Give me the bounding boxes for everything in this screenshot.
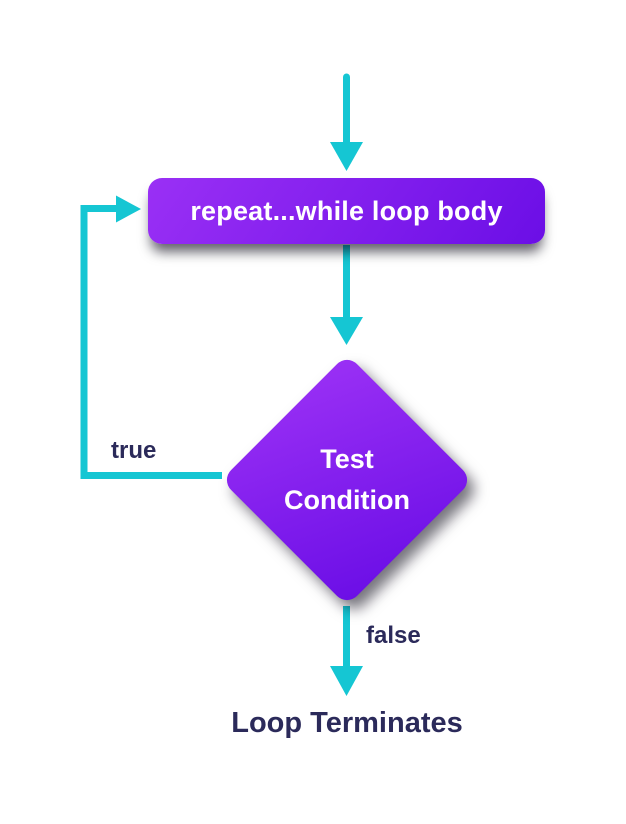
false-edge-label: false (366, 622, 421, 649)
decision-label-line1: Test (320, 444, 374, 474)
loop-terminates-label: Loop Terminates (231, 707, 463, 739)
false-exit-arrowhead-icon (330, 666, 363, 696)
decision-label: Test Condition (258, 391, 436, 569)
loop-body-label: repeat...while loop body (190, 195, 503, 226)
true-branch-line (80, 205, 222, 479)
decision-label-line2: Condition (284, 485, 410, 515)
body-to-decision-arrowhead-icon (330, 317, 363, 345)
entry-arrowhead-icon (330, 142, 363, 171)
true-branch-arrowhead-icon (116, 195, 141, 223)
loop-body-node: repeat...while loop body (148, 178, 545, 244)
true-edge-label: true (111, 437, 157, 464)
decision-node: Test Condition (221, 354, 473, 606)
